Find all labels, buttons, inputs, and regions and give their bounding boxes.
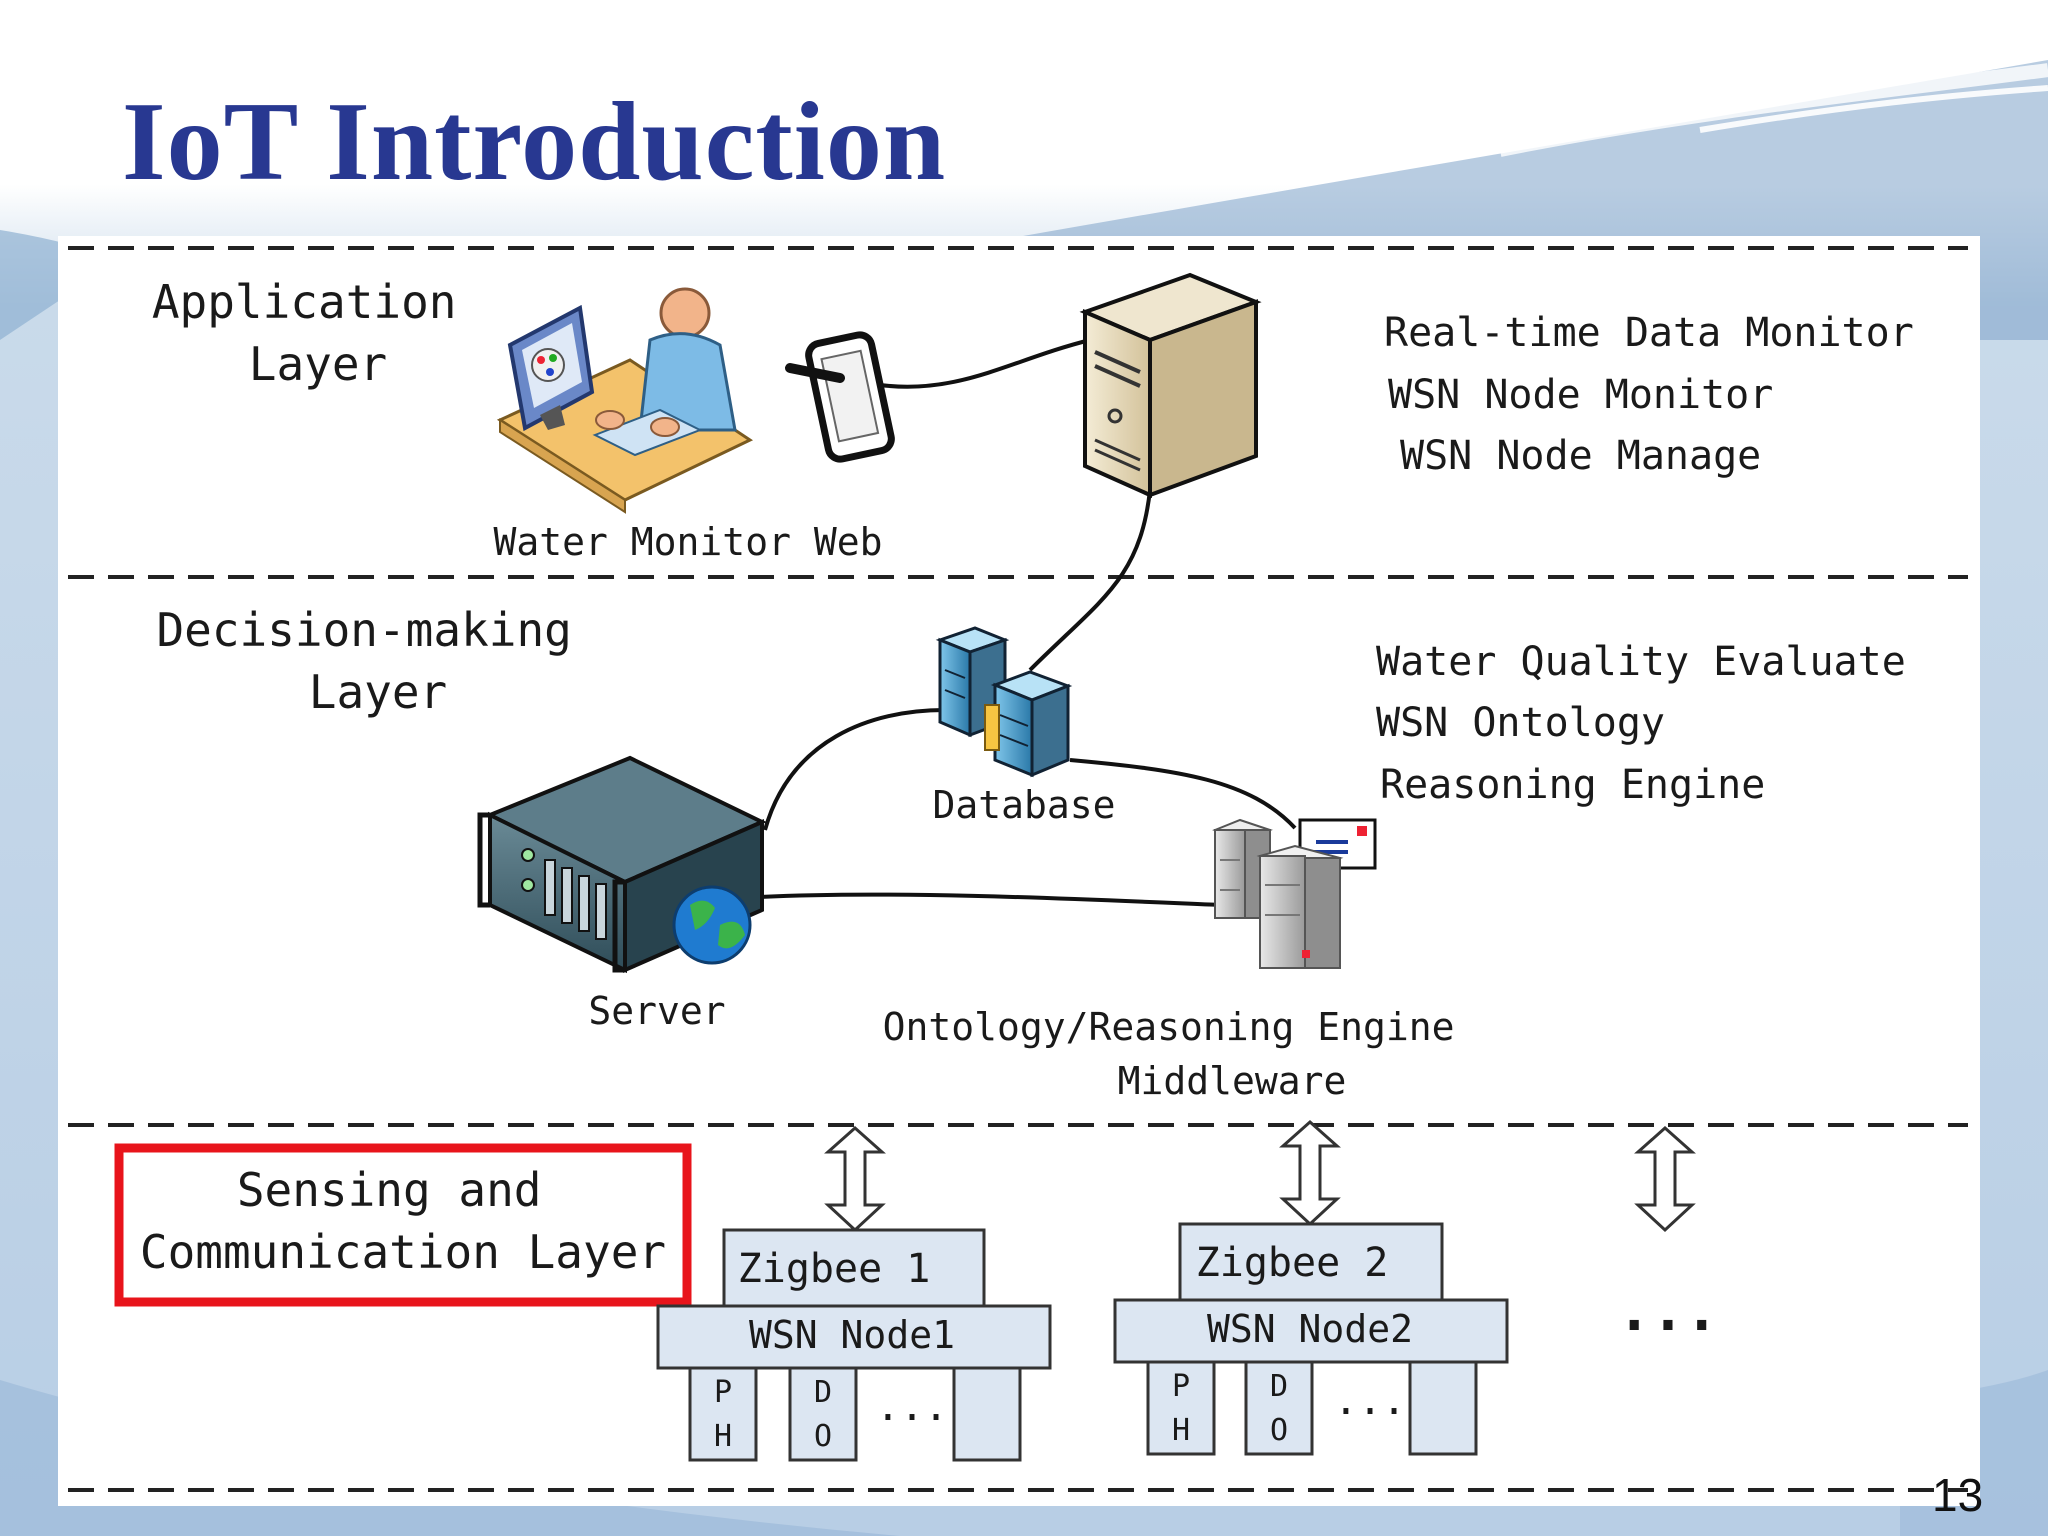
decision-functions: Water Quality Evaluate WSN Ontology Reas…: [1376, 639, 1930, 808]
tower-server-icon: [1079, 272, 1262, 499]
layer-separators: [68, 246, 1968, 1492]
node-stack-1: [656, 1228, 1052, 1462]
connection-lines: [759, 338, 1297, 907]
wsn-node-label-1: WSN Node1: [749, 1313, 955, 1357]
user-at-computer-icon: [496, 287, 754, 514]
slide-title: IoT Introduction: [122, 80, 947, 204]
wsn-node-label-2: WSN Node2: [1207, 1307, 1413, 1351]
middleware-server-icon: [1212, 818, 1377, 969]
tablet-icon: [785, 331, 895, 463]
gateway-label-1: Zigbee 1: [738, 1246, 931, 1292]
application-layer-label: Application Layer: [152, 275, 484, 391]
database-label: Database: [932, 783, 1115, 827]
link-server-middleware: [759, 892, 1221, 907]
gateway-label-2: Zigbee 2: [1196, 1240, 1389, 1286]
more-nodes-ellipsis: ...: [1617, 1279, 1718, 1344]
link-database-middleware: [1069, 758, 1297, 830]
globe-icon: [672, 885, 752, 965]
link-tower-database: [1028, 489, 1152, 672]
node-stack-2: [1113, 1222, 1509, 1456]
sensor-more-2: ...: [1334, 1378, 1406, 1424]
link-server-database: [763, 708, 946, 831]
page-number: 13: [1932, 1469, 1984, 1521]
server-label: Server: [588, 989, 725, 1033]
double-arrow-icon: [824, 1119, 1696, 1233]
link-tablet-tower: [879, 338, 1091, 389]
sensor-more-1: ...: [876, 1384, 948, 1430]
sensing-layer-label: Sensing and Communication Layer: [140, 1163, 666, 1279]
middleware-label: Ontology/Reasoning Engine Middleware: [883, 1005, 1478, 1103]
decision-layer-label: Decision-making Layer: [156, 603, 599, 719]
water-monitor-web-label: Water Monitor Web: [494, 520, 883, 564]
application-functions: Real-time Data Monitor WSN Node Monitor …: [1384, 310, 1938, 479]
sensing-layer-highlight-box: [114, 1143, 692, 1307]
database-icon: [935, 626, 1073, 778]
